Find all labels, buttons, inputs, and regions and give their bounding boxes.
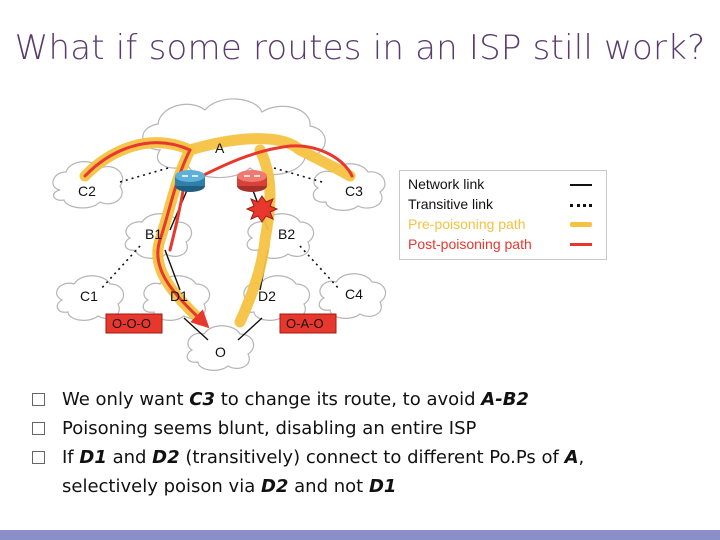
router-blue-icon bbox=[175, 170, 205, 192]
bullet-text: We only want bbox=[62, 389, 190, 410]
path-box-right bbox=[279, 313, 337, 334]
bullet-emphasis: A bbox=[564, 447, 579, 468]
cloud-C2 bbox=[52, 161, 124, 209]
checkbox-bullet-icon bbox=[32, 451, 45, 464]
bullet-emphasis: C3 bbox=[189, 389, 216, 410]
bullet-text: If bbox=[62, 447, 80, 468]
legend-post-poisoning: Post-poisoning path bbox=[408, 236, 532, 252]
router-red-icon bbox=[237, 170, 267, 192]
network-diagram: A C2 C3 B1 B2 C1 D1 D2 C4 O O-O-O O-A-O bbox=[52, 98, 387, 371]
path-label-right: O-A-O bbox=[286, 316, 324, 331]
node-label-C3: C3 bbox=[345, 183, 363, 199]
legend-transitive-link: Transitive link bbox=[408, 196, 494, 212]
bullet-text: Poisoning seems blunt, disabling an enti… bbox=[62, 418, 477, 439]
bullet-item: If D1 and D2 (transitively) connect to d… bbox=[30, 443, 710, 472]
cloud-C1 bbox=[56, 275, 125, 321]
node-label-O: O bbox=[215, 344, 226, 360]
path-label-left: O-O-O bbox=[112, 316, 151, 331]
bullet-emphasis: D2 bbox=[260, 476, 289, 497]
node-label-A: A bbox=[215, 140, 225, 156]
cloud-C4 bbox=[318, 273, 387, 319]
bullet-emphasis: D1 bbox=[79, 447, 107, 468]
path-box-left bbox=[105, 313, 163, 334]
node-label-D1: D1 bbox=[170, 288, 188, 304]
bullet-item: We only want C3 to change its route, to … bbox=[30, 385, 710, 414]
node-label-C2: C2 bbox=[78, 183, 96, 199]
bullet-text: and not bbox=[288, 476, 369, 497]
legend-network-link-swatch bbox=[570, 184, 592, 186]
bullet-text: (transitively) connect to different Po.P… bbox=[179, 447, 565, 468]
node-label-B1: B1 bbox=[145, 226, 162, 242]
legend: Network link Transitive link Pre-poisoni… bbox=[399, 170, 607, 260]
bullet-emphasis: D1 bbox=[368, 476, 397, 497]
bullet-emphasis: A-B2 bbox=[481, 389, 529, 410]
legend-network-link: Network link bbox=[408, 176, 485, 192]
bullet-text: selectively poison via bbox=[62, 476, 261, 497]
bullet-item: Poisoning seems blunt, disabling an enti… bbox=[30, 414, 710, 443]
node-label-B2: B2 bbox=[278, 226, 295, 242]
bullet-text: and bbox=[106, 447, 153, 468]
legend-pre-poisoning: Pre-poisoning path bbox=[408, 216, 526, 232]
node-label-D2: D2 bbox=[258, 288, 276, 304]
poison-burst-icon bbox=[245, 195, 279, 223]
bullet-text: , bbox=[578, 447, 585, 468]
bullet-continuation: selectively poison via D2 and not D1 bbox=[30, 472, 710, 501]
node-label-C1: C1 bbox=[80, 288, 98, 304]
bullet-emphasis: D2 bbox=[152, 447, 180, 468]
checkbox-bullet-icon bbox=[32, 422, 45, 435]
legend-pre-poisoning-swatch bbox=[570, 222, 592, 227]
bullet-text: to change its route, to avoid bbox=[215, 389, 482, 410]
legend-transitive-link-swatch bbox=[570, 204, 592, 207]
bullet-list: We only want C3 to change its route, to … bbox=[30, 385, 710, 501]
slide-title: What if some routes in an ISP still work… bbox=[14, 28, 706, 68]
legend-post-poisoning-swatch bbox=[570, 243, 592, 246]
footer-bar bbox=[0, 530, 720, 540]
node-label-C4: C4 bbox=[345, 286, 363, 302]
checkbox-bullet-icon bbox=[32, 393, 45, 406]
